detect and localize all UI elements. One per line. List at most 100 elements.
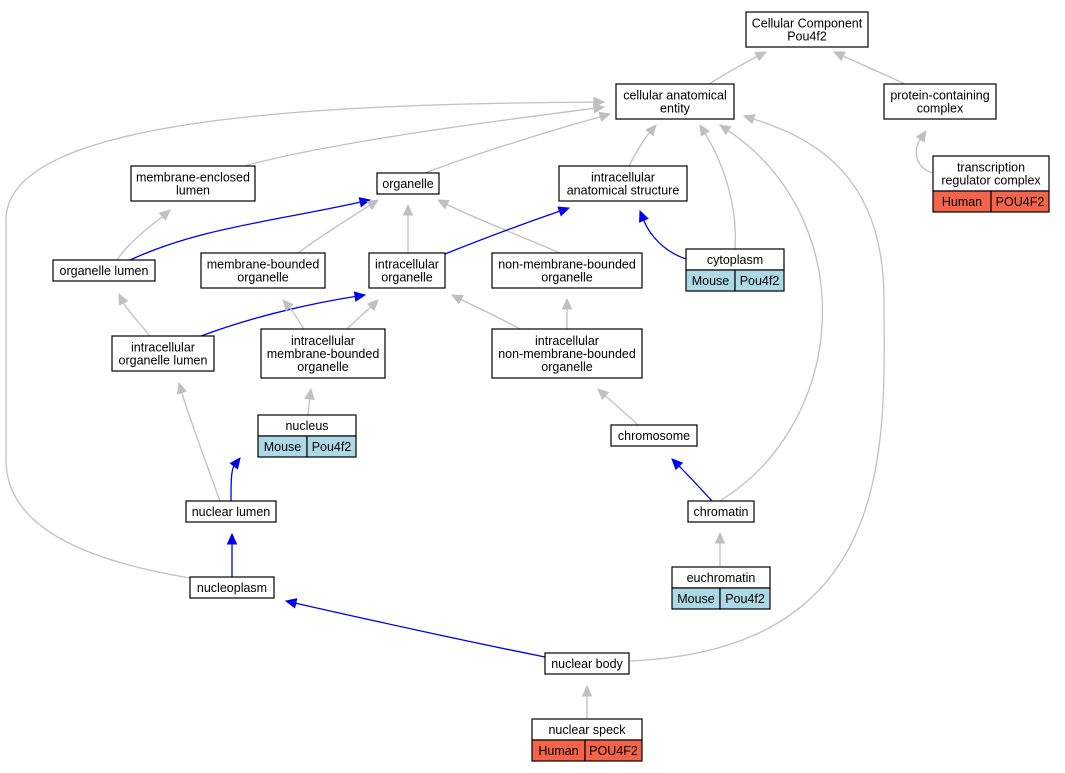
arrowhead-icon [742,114,756,125]
edge-line [604,395,639,426]
edge-euchromatin-to-chromatin [714,531,726,567]
edge-nucleus-to-intracellular-membrane-bounded-organelle [304,387,315,416]
node-chromosome[interactable]: chromosome [610,424,698,447]
node-label: cytoplasm [707,253,763,267]
node-chromatin[interactable]: chromatin [687,500,755,523]
arrowhead-icon [226,532,238,545]
edge-cytoplasm-to-cellular-anatomical-entity [699,123,736,250]
node-box [368,252,446,289]
arrowhead-icon [282,299,294,312]
edge-nuclear-body-to-cellular-anatomical-entity [628,114,885,662]
edge-nuclear-body-to-nucleoplasm [284,598,546,658]
species-label: Human [942,195,982,209]
arrowhead-icon [915,129,927,143]
edge-organelle-lumen-to-organelle [129,197,372,261]
node-label: organelle lumen [60,264,149,278]
edge-chromatin-to-chromosome [671,458,713,502]
edge-line [129,201,361,261]
node-box [189,576,275,599]
edge-intracellular-organelle-to-intracellular-anatomical-structure [444,206,571,255]
node-box [52,259,156,282]
node-label: organelle [297,360,348,374]
edge-nuclear-lumen-to-intracellular-organelle-lumen [176,381,221,502]
arrowhead-icon [639,209,649,223]
edge-intracellular-membrane-bounded-organelle-to-membrane-bounded-organelle [282,299,305,330]
arrowhead-icon [158,209,171,221]
node-label: cellular anatomical [623,89,727,103]
edge-intracellular-membrane-bounded-organelle-to-intracellular-organelle [346,299,379,330]
node-organelle-lumen[interactable]: organelle lumen [52,259,156,282]
node-nucleoplasm[interactable]: nucleoplasm [189,576,275,599]
arrowhead-icon [118,292,129,306]
arrowhead-icon [645,124,657,137]
edge-line [289,307,305,330]
species-label: Mouse [692,274,730,288]
edge-cellular-anatomical-entity-to-cellular-component [708,51,768,85]
gene-label: Pou4f2 [725,592,765,606]
node-label: membrane-bounded [267,347,380,361]
edge-line [446,203,561,254]
edge-intracellular-anatomical-structure-to-cellular-anatomical-entity [628,124,657,167]
node-box [610,424,698,447]
node-label: entity [660,102,691,116]
node-label: non-membrane-bounded [498,258,636,272]
edge-line [230,465,235,502]
arrowhead-icon [593,96,606,108]
node-label: intracellular [131,341,195,355]
node-box [130,165,256,202]
edge-line [719,130,824,502]
annotation-tag: Mouse Pou4f2 [257,435,357,458]
gene-label: Pou4f2 [312,440,352,454]
edge-line [122,302,151,337]
node-label: anatomical structure [567,184,680,198]
node-box [883,83,997,120]
node-box [615,83,735,120]
edge-line [444,210,560,255]
node-label: intracellular [535,334,599,348]
species-label: Mouse [264,440,302,454]
edge-nuclear-lumen-to-nucleus [229,457,241,502]
node-label: chromatin [694,505,749,519]
node-box [558,165,688,202]
edge-non-membrane-bounded-organelle-to-organelle [436,199,561,254]
edge-line [704,133,736,250]
node-box [491,252,643,289]
node-intracellular-non-membrane-bounded-organelle[interactable]: intracellularnon-membrane-boundedorganel… [491,328,643,379]
edge-membrane-enclosed-lumen-to-cellular-anatomical-entity [243,103,606,167]
edge-line [181,392,221,502]
edge-transcription-regulator-complex-to-protein-containing-complex [915,129,934,174]
node-label: organelle [381,271,432,285]
edge-line [628,118,885,662]
node-box [111,335,215,372]
node-label: lumen [176,184,210,198]
species-label: Human [538,744,578,758]
node-label: nucleoplasm [197,581,267,595]
edge-line [678,465,713,502]
edge-nucleoplasm-to-cellular-anatomical-entity [5,96,606,579]
gene-cell [306,435,357,458]
edge-line [460,298,521,330]
node-label: nuclear speck [548,723,626,737]
node-organelle[interactable]: organelle [376,172,440,195]
node-nuclear-lumen[interactable]: nuclear lumen [185,500,277,523]
edge-organelle-lumen-to-membrane-enclosed-lumen [116,209,171,261]
node-nuclear-body[interactable]: nuclear body [544,652,630,675]
edge-line [842,55,906,85]
